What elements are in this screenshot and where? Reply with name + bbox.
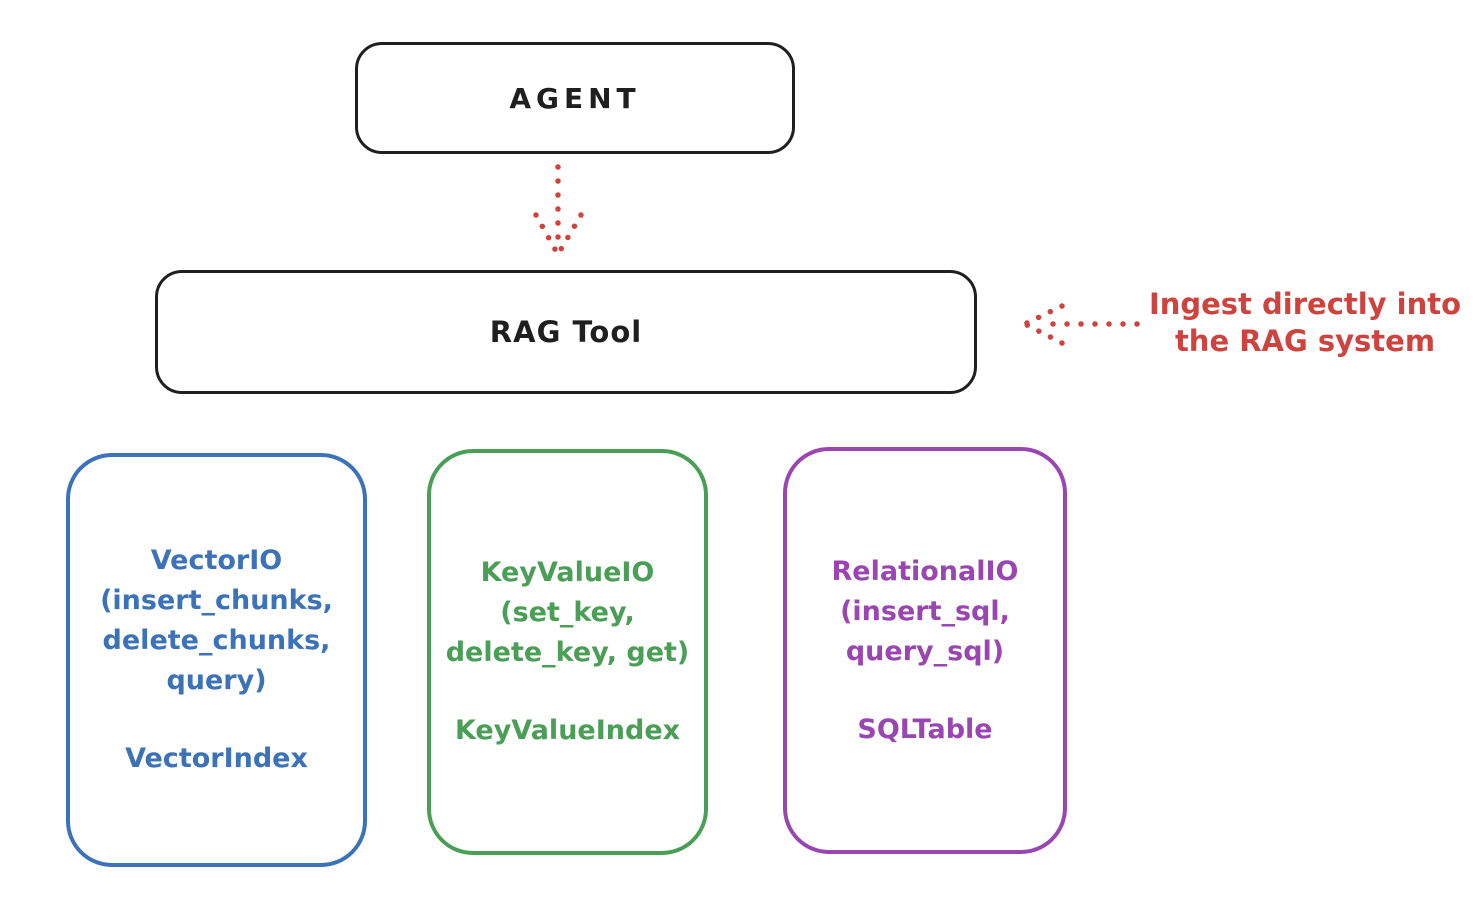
sql-table-label: SQLTable xyxy=(857,713,993,745)
keyvalue-io-methods: KeyValueIO (set_key, delete_key, get) xyxy=(446,553,690,673)
ingest-annotation-line2: the RAG system xyxy=(1174,324,1436,358)
relational-io-box: RelationalIO (insert_sql, query_sql) SQL… xyxy=(783,447,1067,854)
vector-index-label: VectorIndex xyxy=(125,743,308,774)
arrow-head-left xyxy=(533,212,559,254)
io-line: (set_key, xyxy=(500,597,635,628)
rag-tool-box: RAG Tool xyxy=(155,270,977,394)
io-line: RelationalIO xyxy=(831,555,1019,587)
io-line: delete_chunks, xyxy=(102,625,331,656)
io-line: query_sql) xyxy=(845,635,1005,667)
dotted-arrow-agent-to-ragtool-icon xyxy=(533,164,584,254)
ingest-annotation-line1: Ingest directly into xyxy=(1148,287,1462,321)
io-line: KeyValueIO xyxy=(480,557,655,588)
arrow-head-bottom xyxy=(1022,321,1065,346)
agent-box: AGENT xyxy=(355,42,795,154)
keyvalue-io-box: KeyValueIO (set_key, delete_key, get) Ke… xyxy=(427,449,708,855)
io-line: query) xyxy=(166,665,267,696)
vector-io-box: VectorIO (insert_chunks, delete_chunks, … xyxy=(66,453,367,867)
io-line: delete_key, get) xyxy=(445,637,690,668)
agent-label: AGENT xyxy=(509,81,641,115)
keyvalue-index-label: KeyValueIndex xyxy=(454,715,681,746)
dotted-arrow-annotation-to-ragtool-icon xyxy=(1022,303,1140,346)
io-line: VectorIO xyxy=(150,545,283,576)
rag-tool-label: RAG Tool xyxy=(489,315,643,349)
ingest-annotation: Ingest directly into the RAG system xyxy=(1135,286,1475,360)
io-line: (insert_chunks, xyxy=(100,585,333,616)
arrow-head-right xyxy=(557,212,584,254)
relational-io-methods: RelationalIO (insert_sql, query_sql) xyxy=(832,552,1019,672)
io-line: (insert_sql, xyxy=(840,595,1010,627)
arrow-head-top xyxy=(1022,303,1065,327)
vector-io-methods: VectorIO (insert_chunks, delete_chunks, … xyxy=(100,541,333,701)
